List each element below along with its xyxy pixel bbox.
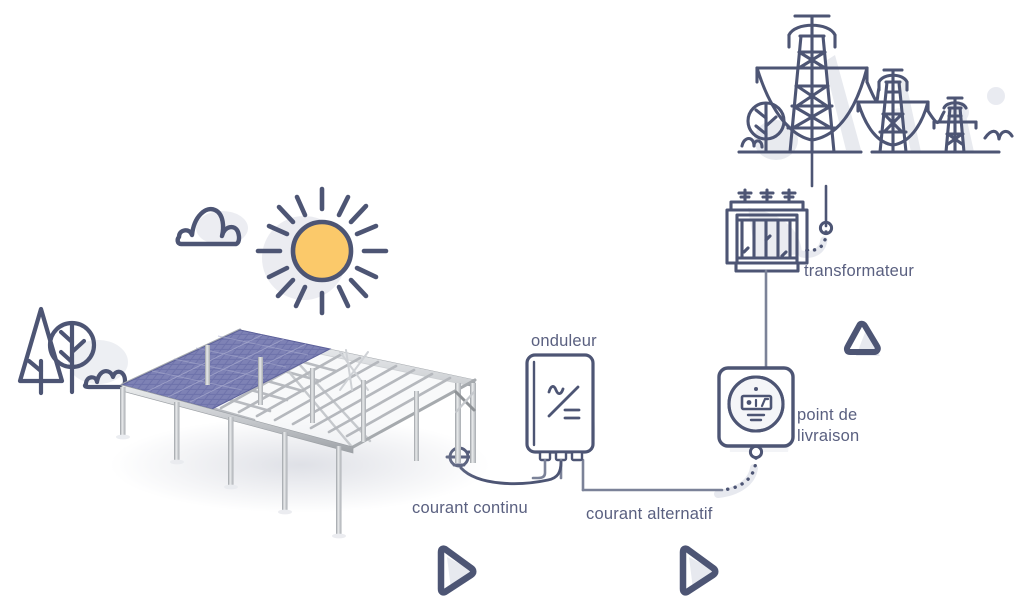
pylons-group: [737, 14, 1014, 160]
triangle-up-accent-icon: [843, 320, 881, 356]
building-ground-shadow: [110, 417, 490, 513]
solar-building-icon: [116, 328, 477, 539]
play-triangle-left-icon[interactable]: [437, 545, 477, 596]
label-courant-continu: courant continu: [412, 499, 528, 517]
trees-icon-group: [17, 306, 128, 396]
transformer-icon: [725, 188, 809, 370]
label-transformateur: transformateur: [804, 262, 915, 280]
connection-ac: [581, 456, 758, 498]
label-onduleur: onduleur: [531, 332, 597, 350]
label-point-de-livraison: point de livraison: [797, 406, 860, 445]
delivery-point-icon: [717, 366, 795, 460]
bush-squiggle-left-icon: [740, 136, 764, 149]
inverter-icon: [525, 353, 596, 480]
cloud-icon: [175, 206, 242, 247]
play-triangle-right-icon[interactable]: [679, 545, 719, 596]
tree-round-pylon-icon: [746, 101, 786, 154]
bird-squiggle-icon: [983, 129, 1014, 141]
sun-icon: [255, 186, 389, 316]
label-courant-alternatif: courant alternatif: [586, 505, 713, 523]
